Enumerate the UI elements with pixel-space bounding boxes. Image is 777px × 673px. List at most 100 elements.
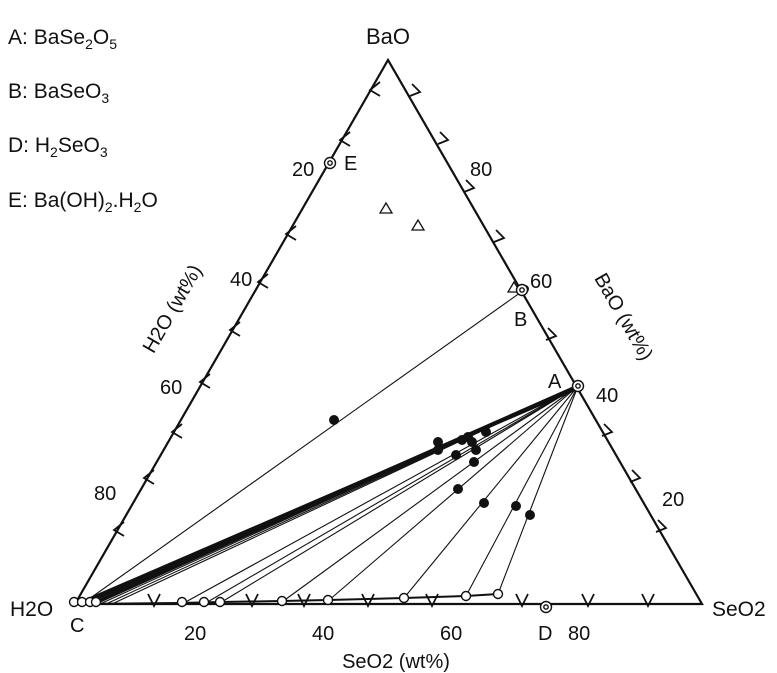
tie-line [219, 385, 579, 604]
tick-label-bottom-20: 20 [184, 623, 206, 645]
open-point [198, 596, 210, 608]
legend-key: D: [8, 134, 29, 158]
compound-points [323, 156, 585, 614]
tie-line-band [77, 384, 579, 606]
legend-item-a: A: BaSe2O5 [8, 14, 158, 68]
tie-line [91, 384, 579, 606]
formula-sub: 2 [133, 198, 142, 215]
filled-point [451, 450, 461, 460]
tick-label-left-60: 60 [160, 377, 182, 399]
filled-point [433, 445, 443, 455]
formula-part: H [34, 134, 51, 158]
tick-mark [142, 469, 155, 485]
tick-label-bottom-40: 40 [312, 623, 334, 645]
tick-mark [256, 273, 269, 289]
open-triangle [378, 201, 394, 214]
legend: A: BaSe2O5 B: BaSeO3 D: H2SeO3 E: Ba(OH)… [8, 14, 158, 231]
formula-sub: 2 [85, 36, 93, 53]
compound-point-b-inner [519, 287, 525, 293]
point-label-a: A [548, 371, 562, 393]
tick-mark [170, 423, 183, 439]
formula-part: .H [112, 188, 134, 212]
filled-point [433, 437, 443, 447]
compound-point-d-inner [543, 604, 549, 610]
filled-point [471, 445, 481, 455]
legend-key: A: [8, 26, 28, 49]
tick-mark [437, 131, 450, 145]
tick-mark [581, 593, 595, 609]
tick-mark [112, 521, 125, 537]
compound-point-a-inner [575, 383, 581, 389]
tie-line [497, 385, 579, 595]
filled-point [511, 501, 521, 511]
axis-title-left: H2O (wt%) [139, 261, 207, 357]
tick-label-bottom-60: 60 [440, 623, 462, 645]
formula-part: Ba(OH) [33, 188, 105, 212]
formula-part: BaSe [33, 26, 86, 49]
formula-part: O [92, 26, 110, 49]
open-point [492, 588, 504, 600]
filled-point [453, 484, 463, 494]
point-label-d: D [538, 623, 552, 645]
tick-label-right-20: 20 [662, 489, 684, 511]
tick-label-left-80: 80 [94, 483, 116, 505]
tick-label-left-40: 40 [230, 269, 252, 291]
axis-title-right: BaO (wt%) [589, 270, 656, 365]
filled-point [481, 427, 491, 437]
open-data-points [68, 588, 504, 608]
tie-line [181, 385, 579, 605]
open-point [214, 596, 226, 608]
tie-line [327, 385, 579, 602]
formula-sub: 2 [104, 198, 113, 215]
tick-mark [409, 83, 422, 97]
point-label-e: E [344, 153, 357, 175]
open-triangle-points [378, 201, 522, 293]
formula-sub: 3 [99, 144, 108, 161]
vertex-label-top: BaO [366, 24, 410, 49]
open-point [322, 594, 334, 606]
tick-mark [228, 321, 241, 337]
tick-mark [338, 131, 351, 147]
formula-part: O [141, 188, 158, 212]
tick-mark [515, 593, 529, 609]
ternary-triangle [73, 57, 704, 606]
tick-label-right-40: 40 [596, 385, 618, 407]
tick-mark [297, 593, 311, 609]
tie-line [465, 385, 579, 597]
filled-point [479, 498, 489, 508]
vertex-label-left: H2O [10, 598, 53, 621]
compound-point-e-inner [327, 160, 333, 166]
open-point [90, 596, 102, 608]
formula-sub: 2 [50, 144, 58, 161]
tick-mark [641, 593, 655, 609]
filled-point [469, 457, 479, 467]
tie-line [281, 385, 579, 603]
tick-label-left-20: 20 [292, 159, 314, 181]
filled-data-points [329, 285, 535, 520]
tick-mark [245, 593, 259, 609]
tie-line [203, 385, 579, 605]
legend-item-e: E: Ba(OH)2.H2O [8, 177, 158, 231]
tick-label-bottom-80: 80 [568, 623, 590, 645]
filled-point [525, 510, 535, 520]
open-triangle [410, 218, 426, 231]
filled-point [329, 415, 339, 425]
tick-mark [198, 373, 211, 389]
point-label-c: C [70, 615, 84, 637]
tick-mark [545, 327, 558, 341]
legend-key: E: [8, 188, 28, 212]
tick-mark [368, 81, 381, 97]
point-label-b: B [514, 309, 527, 331]
axis-title-bottom: SeO2 (wt%) [342, 651, 450, 673]
legend-item-b: B: BaSeO3 [8, 68, 158, 122]
tick-mark [629, 469, 642, 483]
tick-mark [655, 519, 668, 533]
open-point [460, 590, 472, 602]
legend-key: B: [8, 80, 28, 104]
tie-line [403, 385, 579, 599]
formula-sub: 5 [109, 36, 117, 53]
tick-mark [463, 179, 476, 193]
formula-part: SeO [57, 134, 100, 158]
tie-line-b [81, 289, 525, 605]
legend-item-d: D: H2SeO3 [8, 122, 158, 176]
